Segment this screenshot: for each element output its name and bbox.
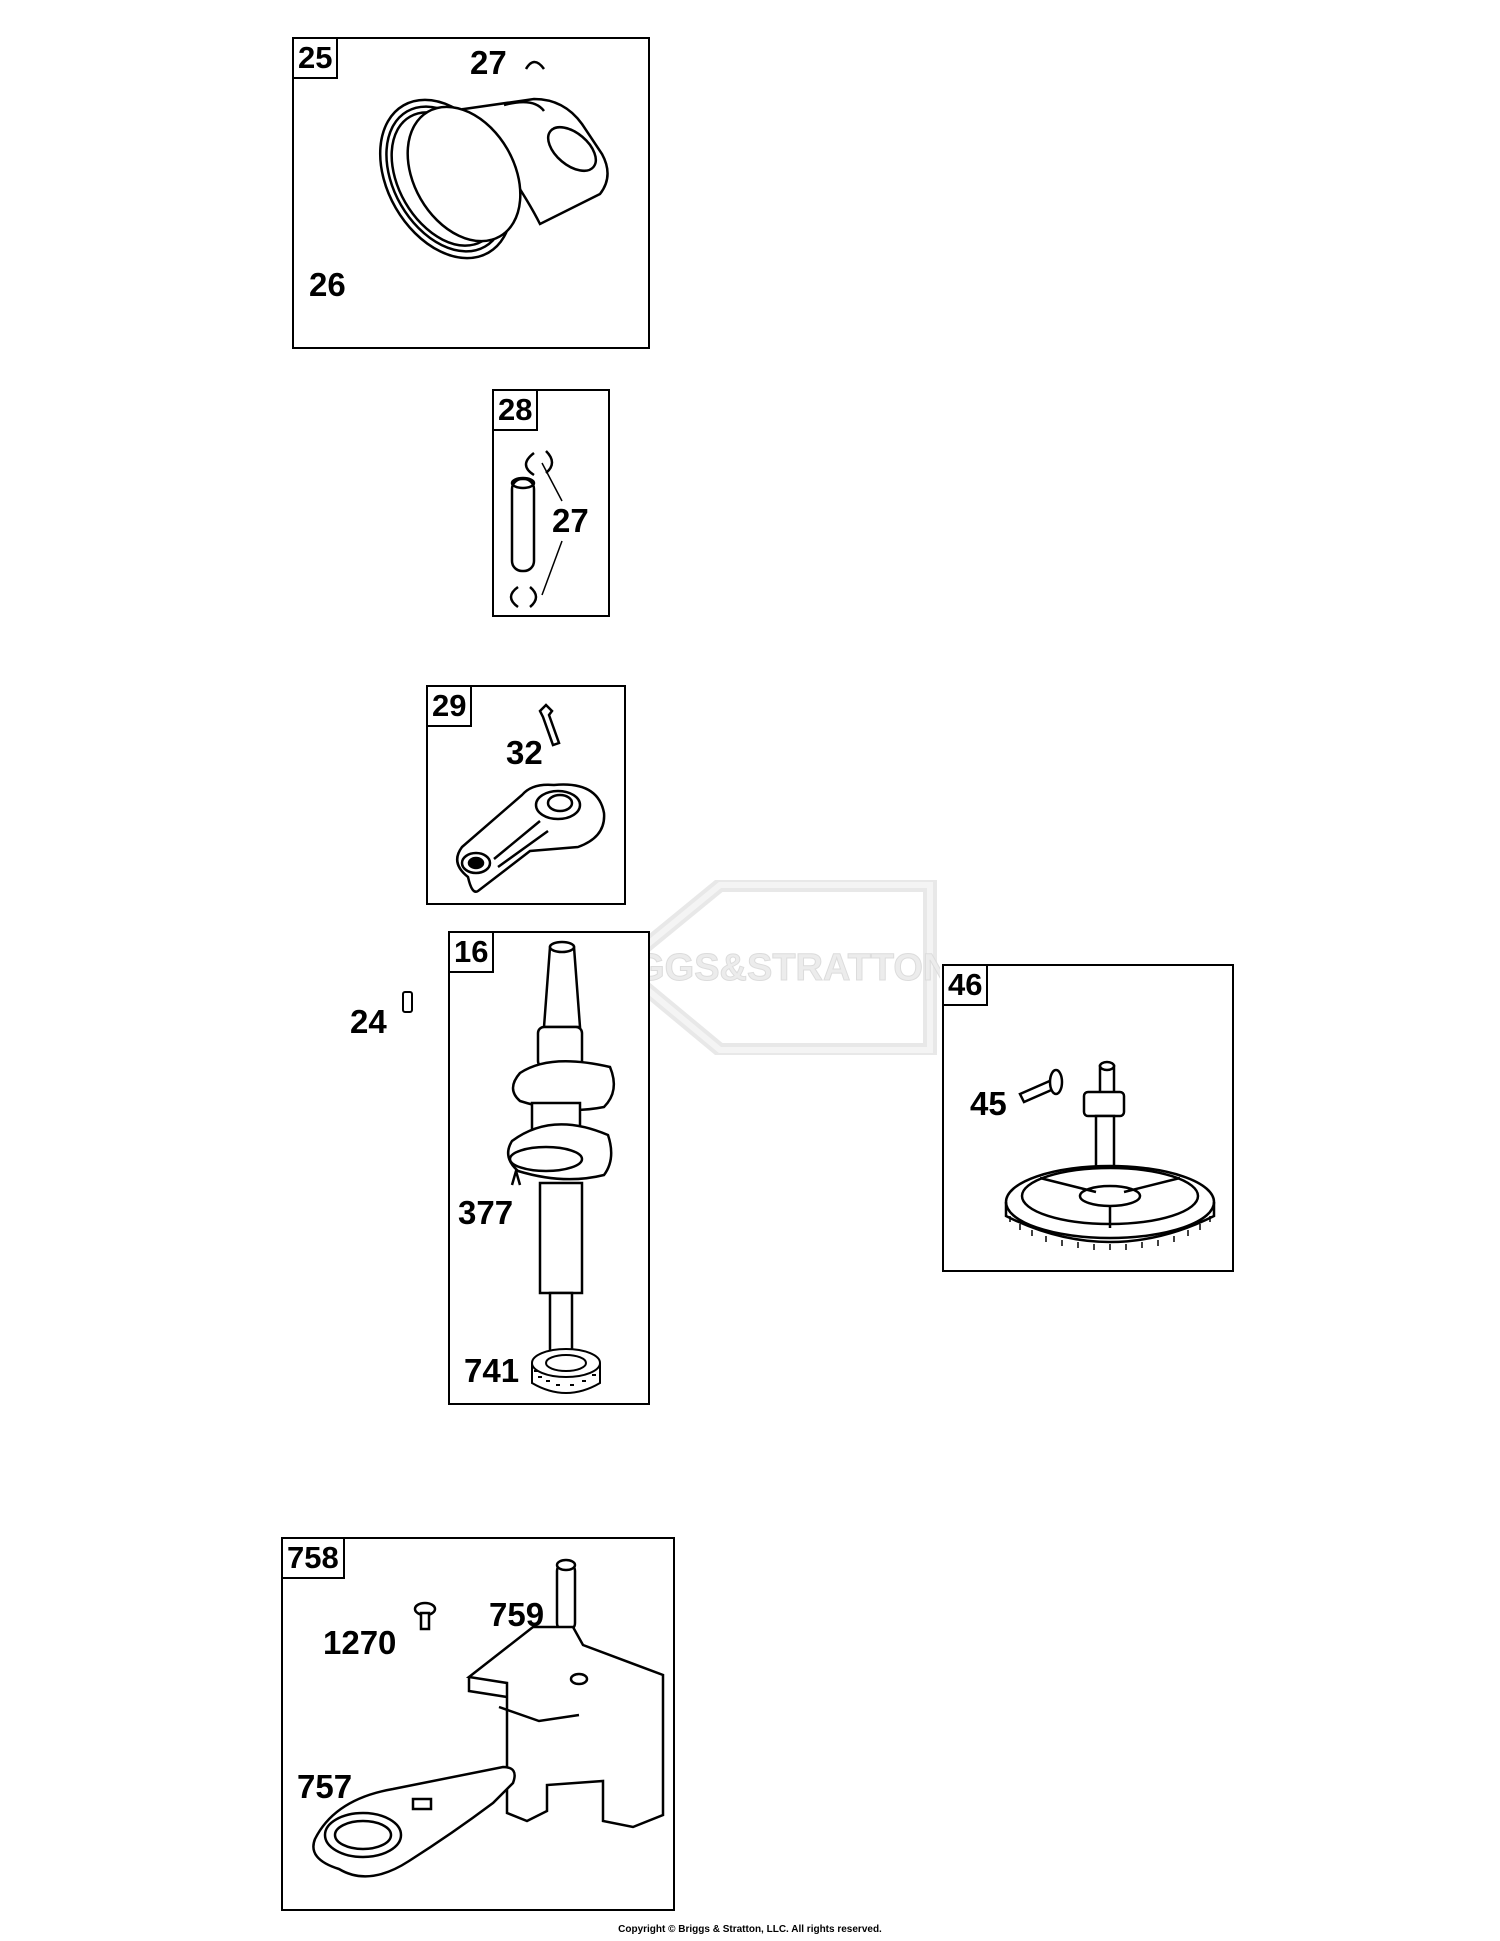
parts-758-illustration — [312, 1558, 665, 1878]
piston-rings-illustration — [378, 60, 609, 260]
callout-757: 757 — [297, 1768, 353, 1805]
panel-28-tag: 28 — [494, 391, 539, 431]
panel-46-camshaft: 46 45 — [942, 964, 1234, 1272]
callout-24: 24 — [350, 1003, 387, 1040]
crankshaft-illustration — [506, 940, 616, 1394]
copyright-footer: Copyright © Briggs & Stratton, LLC. All … — [618, 1924, 882, 1935]
camshaft-gear-illustration — [1004, 1060, 1216, 1250]
callout-27-pin: 27 — [552, 502, 589, 539]
callout-1270: 1270 — [323, 1624, 397, 1661]
panel-25-tag: 25 — [294, 39, 339, 79]
panel-16-crankshaft: 16 377 741 — [448, 931, 650, 1405]
piston-pin-illustration — [509, 450, 563, 609]
panel-29-connecting-rod: 29 32 — [426, 685, 626, 905]
panel-758-tag: 758 — [283, 1539, 345, 1579]
panel-25-piston: 25 27 26 — [292, 37, 650, 349]
panel-29-tag: 29 — [428, 687, 473, 727]
briggs-stratton-watermark-logo: BRIGGS&STRATTON — [610, 880, 940, 1055]
panel-46-tag: 46 — [944, 966, 989, 1006]
callout-741: 741 — [464, 1352, 520, 1389]
callout-27: 27 — [470, 44, 507, 81]
callout-377: 377 — [458, 1194, 514, 1231]
callout-32: 32 — [506, 734, 543, 771]
panel-16-tag: 16 — [450, 933, 495, 973]
watermark-text: BRIGGS&STRATTON — [610, 947, 940, 989]
panel-758-parts: 758 1270 759 757 — [281, 1537, 675, 1911]
panel-28-piston-pin: 28 27 — [492, 389, 610, 617]
callout-45: 45 — [970, 1085, 1007, 1122]
key-24-illustration — [402, 991, 413, 1013]
connecting-rod-illustration — [455, 703, 606, 893]
callout-26: 26 — [309, 266, 346, 303]
